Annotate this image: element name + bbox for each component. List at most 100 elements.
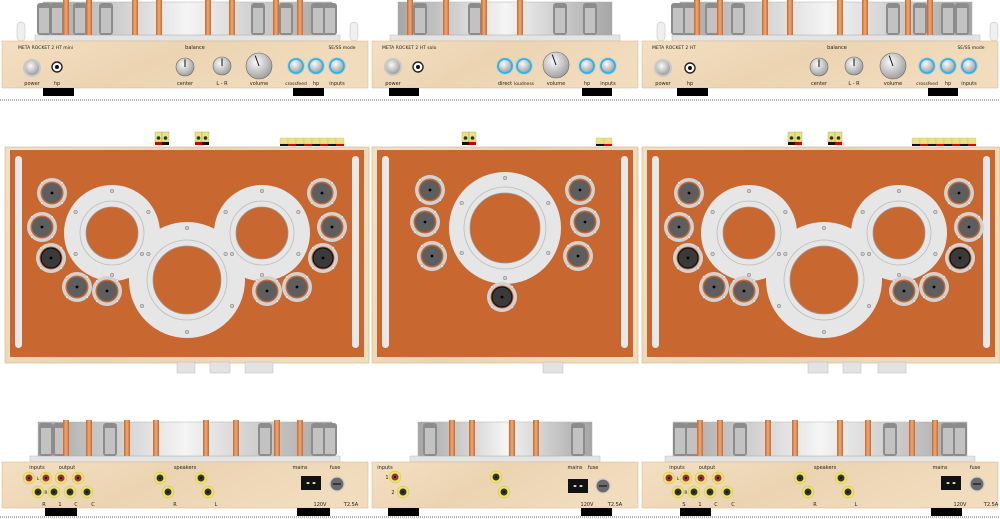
mount-screw: [115, 299, 119, 303]
plate-groove: [146, 239, 228, 321]
mains-socket[interactable]: [301, 476, 321, 490]
lr-balance-knob[interactable]: [844, 56, 864, 76]
volume-knob-pointer: [888, 55, 894, 67]
plate-screw: [502, 175, 508, 181]
strip-cell: [279, 137, 289, 145]
rca-jack[interactable]: [720, 485, 734, 499]
plate-screw: [73, 209, 78, 215]
strip-cell: [319, 137, 329, 145]
volume-knob[interactable]: [542, 51, 570, 79]
rca-jack[interactable]: [671, 485, 685, 499]
hp-button[interactable]: [939, 57, 957, 75]
fuse-label: fuse: [330, 465, 341, 471]
rca-jack[interactable]: [694, 471, 708, 485]
transformer-cover: [397, 1, 613, 36]
terminal-color: [462, 142, 469, 145]
crossfeed-button[interactable]: [287, 57, 305, 75]
power-button[interactable]: [384, 58, 402, 76]
rca-jack[interactable]: [679, 471, 693, 485]
rca-jack[interactable]: [793, 471, 807, 485]
plate-screw: [896, 272, 902, 278]
mains-socket[interactable]: [941, 476, 961, 490]
rca-jack[interactable]: [711, 471, 725, 485]
mount-screw: [892, 279, 896, 283]
front-tubes-mid: [389, 0, 621, 42]
rca-jack[interactable]: [687, 485, 701, 499]
plate-screw: [546, 250, 551, 256]
power-button[interactable]: [23, 59, 41, 77]
tube-glass: [885, 428, 895, 454]
handle-post: [989, 21, 999, 42]
control-strip-segment: [943, 137, 953, 146]
rca-jack[interactable]: [834, 471, 848, 485]
rca-jack[interactable]: [841, 485, 855, 499]
speaker-R-label: R: [813, 502, 817, 508]
volume-knob[interactable]: [245, 52, 273, 80]
transformer-opening: [469, 192, 541, 264]
rca-jack[interactable]: [22, 471, 36, 485]
mount-screw: [311, 266, 315, 270]
speaker-R-label: R: [173, 502, 177, 508]
chassis-top-edge: [409, 455, 601, 463]
headphone-jack[interactable]: [684, 62, 696, 74]
strip-cell: [967, 137, 977, 145]
fuse-holder[interactable]: [969, 476, 985, 492]
mains-label: mains: [292, 465, 307, 471]
center-knob[interactable]: [809, 57, 829, 77]
rca-jack[interactable]: [71, 471, 85, 485]
rca-jack[interactable]: [703, 485, 717, 499]
control-strip-segment: [967, 137, 977, 146]
crossfeed-button[interactable]: [918, 57, 936, 75]
transformer-opening: [722, 206, 776, 260]
rca-jack[interactable]: [388, 470, 402, 484]
rca-jack[interactable]: [153, 471, 167, 485]
mount-screw: [948, 246, 952, 250]
hp-button[interactable]: [307, 57, 325, 75]
rca-jack[interactable]: [396, 485, 410, 499]
copper-standoff: [63, 420, 69, 456]
copper-standoff: [443, 0, 449, 35]
mains-socket[interactable]: [568, 479, 588, 493]
control-strip-segment: [595, 137, 605, 146]
rca-jack[interactable]: [80, 485, 94, 499]
tube-glass: [253, 8, 263, 33]
mount-screw: [60, 181, 64, 185]
rca-jack[interactable]: [662, 471, 676, 485]
rca-jack[interactable]: [201, 485, 215, 499]
center-knob[interactable]: [175, 57, 195, 77]
input-2-label: 2: [391, 490, 394, 496]
fuse-slot: [333, 483, 341, 485]
volume-knob[interactable]: [879, 52, 907, 80]
mount-screw: [330, 201, 334, 205]
inputs-button[interactable]: [599, 57, 617, 75]
rca-jack[interactable]: [489, 470, 503, 484]
rca-jack[interactable]: [161, 485, 175, 499]
fuse-holder[interactable]: [329, 476, 345, 492]
direct-button[interactable]: [496, 57, 514, 75]
rca-jack[interactable]: [801, 485, 815, 499]
rca-jack[interactable]: [31, 485, 45, 499]
rca-jack[interactable]: [194, 471, 208, 485]
control-strip-segment: [335, 137, 345, 146]
fuse-holder[interactable]: [595, 478, 611, 494]
knob-shaft-view: [807, 361, 829, 374]
mount-screw: [331, 266, 335, 270]
inputs-button[interactable]: [960, 57, 978, 75]
headphone-jack[interactable]: [412, 61, 424, 73]
power-button[interactable]: [654, 59, 672, 77]
mount-screw: [60, 201, 64, 205]
rca-jack[interactable]: [39, 471, 53, 485]
lr-balance-knob[interactable]: [212, 56, 232, 76]
rca-jack[interactable]: [63, 485, 77, 499]
hp-button[interactable]: [578, 57, 596, 75]
mount-screw: [912, 279, 916, 283]
rca-jack[interactable]: [497, 485, 511, 499]
rca-jack[interactable]: [47, 485, 61, 499]
rca-jack[interactable]: [54, 471, 68, 485]
loudness-button[interactable]: [515, 57, 533, 75]
inputs-button[interactable]: [328, 57, 346, 75]
strip-color: [328, 144, 336, 146]
model-label: META ROCKET 2 HT solo: [382, 45, 437, 51]
headphone-jack[interactable]: [51, 61, 63, 73]
plate-groove: [229, 200, 295, 266]
